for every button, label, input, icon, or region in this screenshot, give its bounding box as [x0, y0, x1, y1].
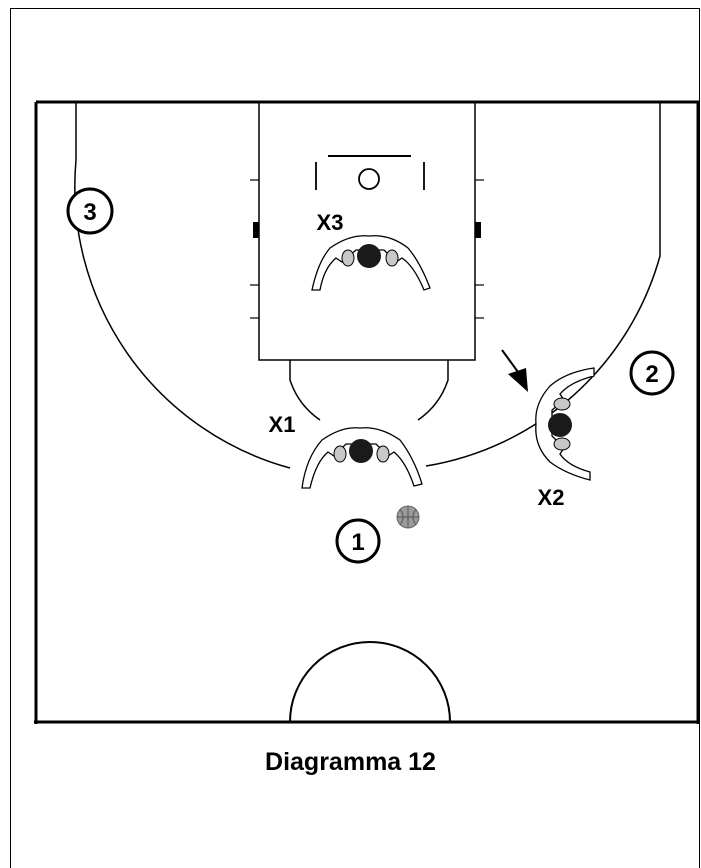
- defender-x1: X1: [269, 412, 423, 489]
- basketball-half-court: 1 2 3 X3 X1 X2: [34, 100, 700, 724]
- defender-x3: X3: [311, 210, 431, 291]
- defender-label: X1: [269, 412, 296, 437]
- offense-player-label: 2: [645, 361, 658, 388]
- diagram-caption: Diagramma 12: [265, 748, 436, 776]
- offense-player-3: 3: [66, 187, 114, 235]
- defender-x2: X2: [535, 367, 595, 510]
- offense-player-label: 3: [83, 199, 96, 226]
- movement-arrow: [501, 349, 528, 392]
- three-point-arc-right: [425, 102, 661, 467]
- basketball-icon: [396, 505, 420, 529]
- rim: [358, 168, 380, 190]
- paint: [258, 101, 476, 361]
- offense-player-label: 1: [351, 529, 364, 556]
- offense-player-1: 1: [335, 518, 381, 564]
- center-circle: [289, 641, 451, 723]
- defender-label: X2: [538, 485, 565, 510]
- defender-label: X3: [317, 210, 344, 235]
- offense-player-2: 2: [629, 350, 675, 396]
